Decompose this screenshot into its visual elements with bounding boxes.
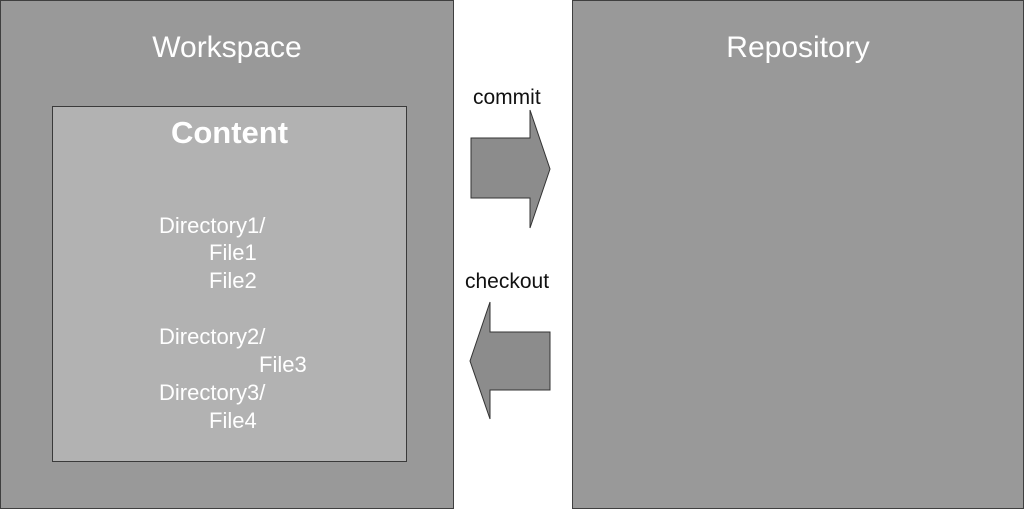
commit-arrow-icon bbox=[470, 109, 551, 229]
content-box: Content Directory1/ File1 File2 Director… bbox=[52, 106, 407, 462]
tree-item-directory1: Directory1/ bbox=[159, 213, 266, 238]
tree-item-file1: File1 bbox=[209, 240, 257, 265]
tree-item-file2: File2 bbox=[209, 268, 257, 293]
commit-label: commit bbox=[473, 86, 541, 109]
workspace-panel: Workspace Content Directory1/ File1 File… bbox=[0, 0, 454, 509]
content-title: Content bbox=[170, 115, 289, 150]
repository-panel: Repository bbox=[572, 0, 1024, 509]
checkout-arrow-icon bbox=[469, 301, 551, 420]
tree-item-directory3: Directory3/ bbox=[159, 380, 266, 405]
repository-title: Repository bbox=[726, 31, 870, 64]
tree-item-file3: File3 bbox=[259, 352, 307, 377]
tree-item-file4: File4 bbox=[209, 408, 257, 433]
workspace-title: Workspace bbox=[152, 31, 302, 64]
tree-item-directory2: Directory2/ bbox=[159, 324, 266, 349]
checkout-label: checkout bbox=[465, 270, 550, 293]
arrows-graphic bbox=[469, 109, 551, 420]
